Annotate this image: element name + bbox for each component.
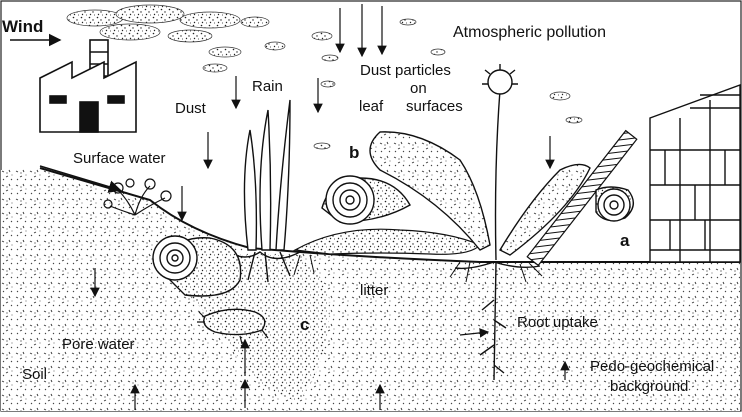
label-soil: Soil — [22, 366, 47, 383]
label-on: on — [410, 80, 427, 97]
label-surfaces: surfaces — [406, 98, 463, 115]
slug-c-icon — [204, 309, 265, 334]
label-atmospheric-pollution: Atmospheric pollution — [453, 24, 606, 41]
label-leaf: leaf — [359, 98, 383, 115]
label-background: background — [610, 378, 688, 395]
label-c: c — [300, 316, 309, 333]
label-wind: Wind — [2, 18, 43, 35]
label-rain: Rain — [252, 78, 283, 95]
label-a: a — [620, 232, 629, 249]
snail-a-icon — [596, 187, 633, 221]
label-dust: Dust — [175, 100, 206, 117]
factory-icon — [40, 40, 136, 132]
label-pore-water: Pore water — [62, 336, 135, 353]
litter-mat — [295, 229, 480, 254]
label-root-uptake: Root uptake — [517, 314, 598, 331]
label-litter: litter — [360, 282, 388, 299]
label-surface-water: Surface water — [73, 150, 166, 167]
label-pedo-geochemical: Pedo-geochemical — [590, 358, 714, 375]
label-b: b — [349, 144, 359, 161]
label-dust-particles: Dust particles — [360, 62, 451, 79]
wall-icon — [650, 85, 740, 262]
snail-b-icon — [322, 176, 410, 224]
